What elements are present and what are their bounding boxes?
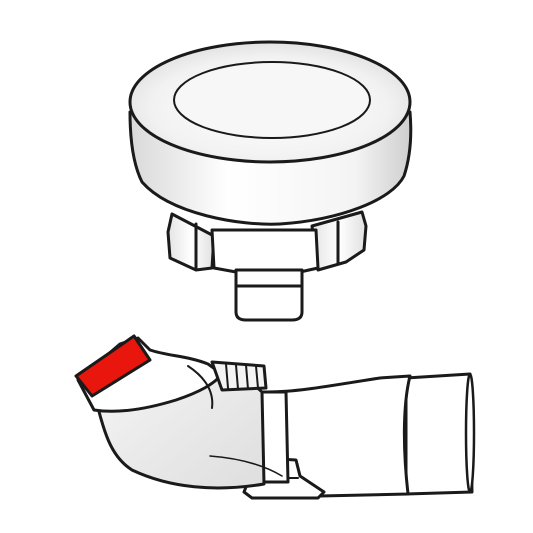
objective-end [464,372,476,494]
body-contour-line [209,455,283,477]
objective-barrel [404,372,474,496]
main-tube [264,374,412,498]
eyepiece-rim-highlight [74,334,152,398]
eyepiece-contour-line [187,365,214,409]
cap-inner-disc [173,61,371,139]
eyepiece-adapter [128,40,413,322]
focus-wheel [210,360,268,392]
bayonet-tabs [166,210,368,322]
spotting-scope [74,334,476,500]
